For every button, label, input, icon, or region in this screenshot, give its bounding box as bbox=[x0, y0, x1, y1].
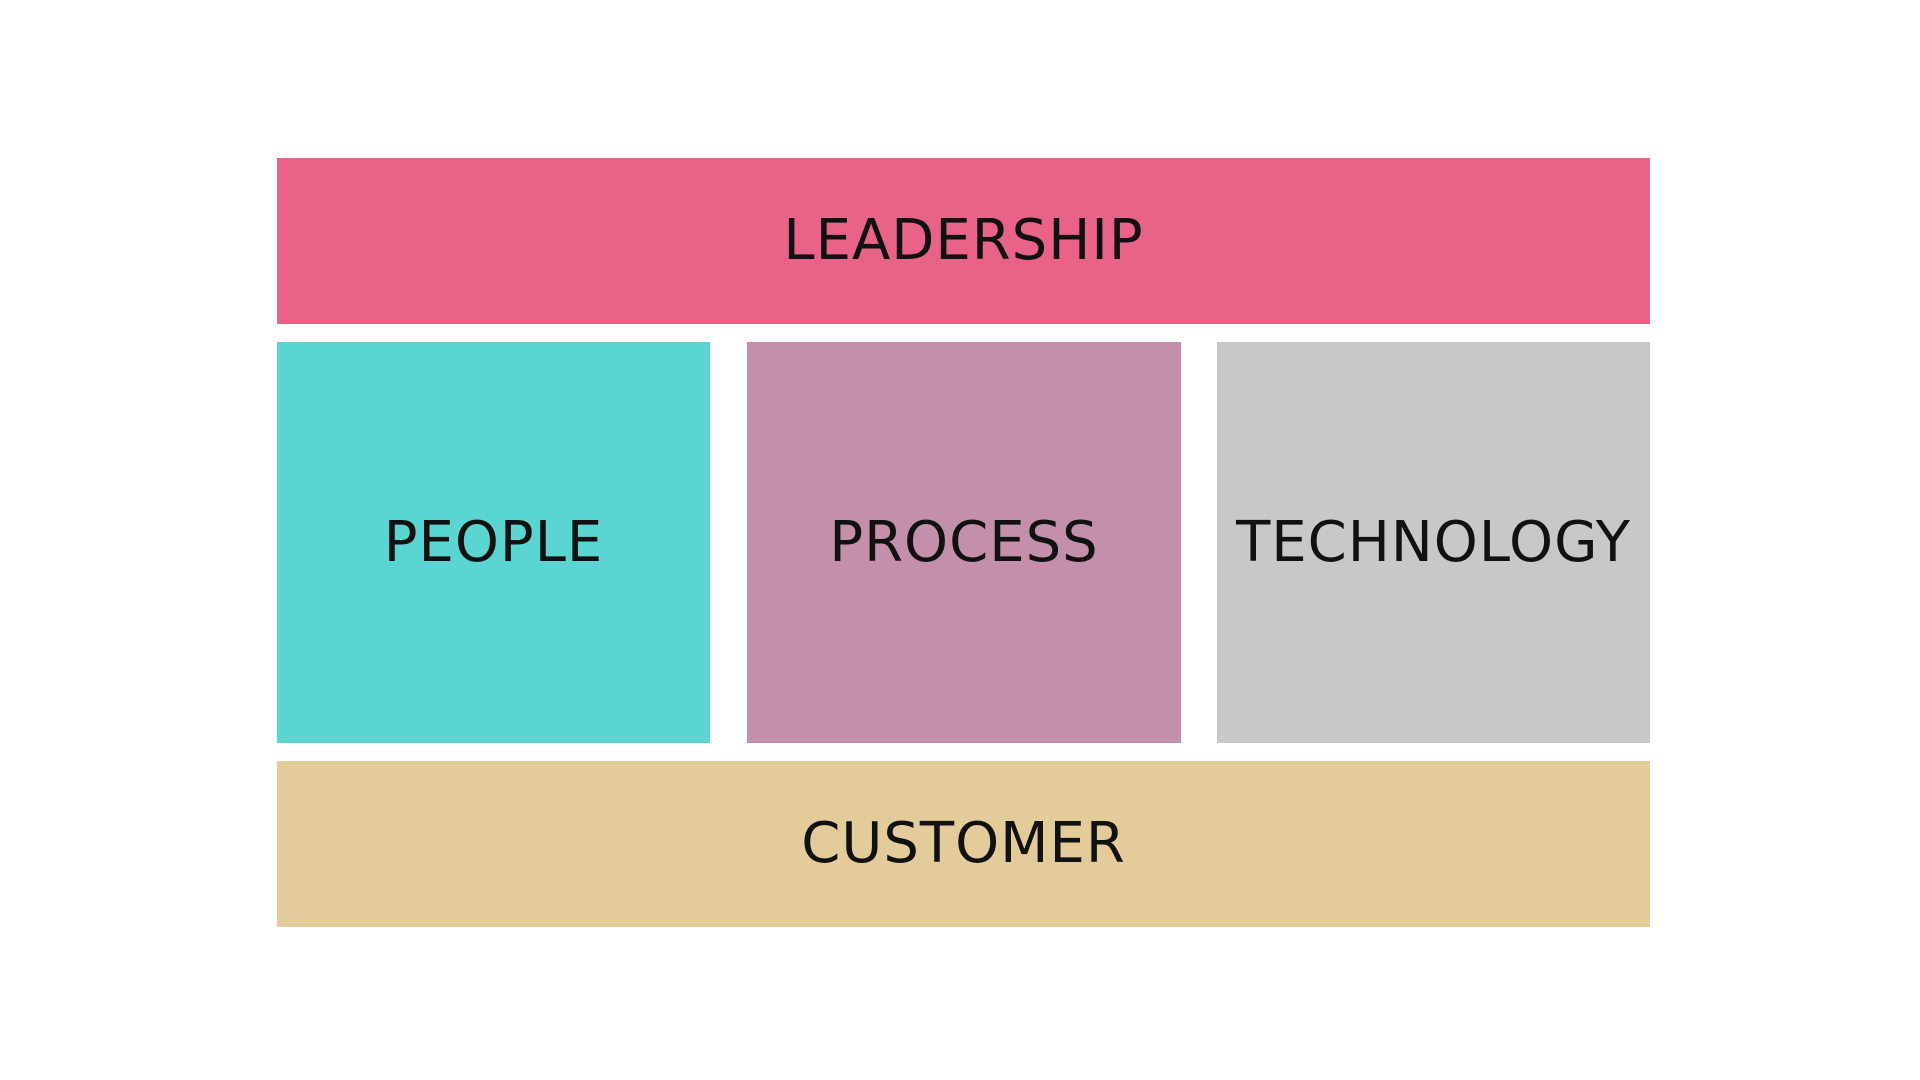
people-label: PEOPLE bbox=[383, 509, 604, 575]
process-label: PROCESS bbox=[829, 509, 1099, 575]
customer-block: CUSTOMER bbox=[277, 761, 1650, 927]
leadership-block: LEADERSHIP bbox=[277, 158, 1650, 324]
leadership-label: LEADERSHIP bbox=[783, 208, 1144, 273]
people-block: PEOPLE bbox=[277, 342, 710, 743]
technology-label: TECHNOLOGY bbox=[1236, 509, 1631, 575]
process-block: PROCESS bbox=[747, 342, 1181, 743]
customer-label: CUSTOMER bbox=[801, 811, 1126, 876]
technology-block: TECHNOLOGY bbox=[1217, 342, 1650, 743]
